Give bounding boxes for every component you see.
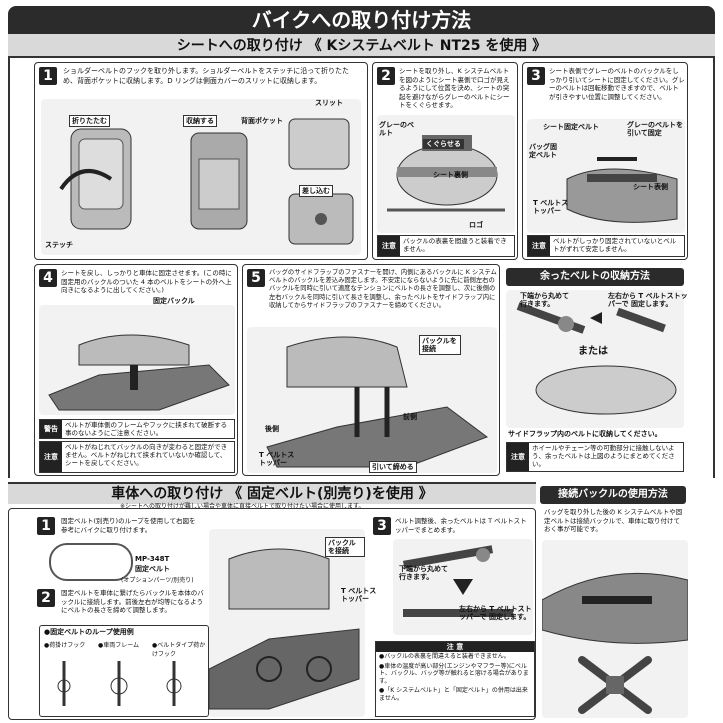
- body-caution-2: ●車体の温度が高い部分(エンジンやマフラー等)にベルト、バックル、バッグ等が触れ…: [379, 662, 529, 685]
- step3-caution-text: ベルトがしっかり固定されていないとベルトがずれて安定しません。: [553, 237, 677, 253]
- step4-illustration: [39, 305, 235, 415]
- body-section-note: ※シートへの取り付けが難しい場合や車体に直接ベルトで取り付けたい場合に使用します…: [120, 503, 365, 510]
- body-step3-number: 3: [373, 517, 391, 535]
- seat-back-label: シート裏側: [433, 171, 468, 179]
- step1-number: 1: [39, 67, 57, 85]
- loop-frame-label: ●車両フレーム: [98, 642, 140, 649]
- t-stopper-label: T ベルトストッパー: [533, 199, 569, 215]
- connect-buckle-label: バックルを接続: [419, 335, 461, 355]
- step1-panel: 1 ショルダーベルトのフックを取り外します。ショルダーベルトをステッチに沿って折…: [34, 62, 368, 260]
- body-illustration: [208, 529, 365, 717]
- pocket-label: 背面ポケット: [241, 117, 283, 125]
- seat-belt-label: シート固定ベルト: [543, 123, 599, 131]
- body-fold-label: 下端から丸めて行きます。: [399, 565, 448, 581]
- step5-number: 5: [247, 269, 265, 287]
- rear-label: 後側: [265, 425, 279, 433]
- step2-caution: 注意 バックルの表裏を間違うと装着できません。: [377, 235, 515, 257]
- body-step2-number: 2: [37, 589, 55, 607]
- body-section-title: 車体への取り付け 《 固定ベルト(別売り)を使用 》: [111, 486, 433, 502]
- storage-flap-note: サイドフラップ内のベルトに収納してください。: [508, 430, 662, 438]
- step4-warning-text: ベルトが車体側のフレームやフックに挟まれて破断する事のないようにご注意ください。: [65, 421, 228, 437]
- warning-badge: 警告: [40, 420, 62, 438]
- body-t-stopper-label: T ベルトストッパー: [341, 587, 377, 603]
- step3-panel: 3 シート表側でグレーのベルトのバックルをしっかり引いてシートに固定してください…: [522, 62, 688, 260]
- fix-buckle-label: 固定バックル: [153, 297, 195, 305]
- step4-text: シートを戻し、しっかりと車体に固定させます。(この時に固定用のバックルのついた …: [61, 269, 232, 294]
- storage-stopper-label: 左右から T ベルトストッパーで 固定します。: [608, 292, 688, 308]
- storage-caution-text: ホイールやチェーン等の可動部分に接触しないよう、余ったベルトは上図のようにまとめ…: [532, 444, 675, 468]
- storage-or-label: または: [578, 346, 608, 357]
- buckle-use-heading: 接続バックルの使用方法: [540, 486, 686, 504]
- insert-label: 差し込む: [299, 185, 333, 197]
- body-caution-1: ●バックルの表裏を間違えると装着できません。: [379, 653, 510, 660]
- body-caution-3: ●「K システムベルト」と「固定ベルト」の併用は出来ません。: [379, 687, 528, 702]
- logo-label: ロゴ: [469, 221, 483, 229]
- loop-example-box: ●固定ベルトのループ使用例 ●荷掛けフック ●車両フレーム ●ベルトタイプ荷かけ…: [39, 625, 209, 717]
- page-title: バイクへの取り付け方法: [8, 6, 715, 34]
- body-step1-text: 固定ベルト(別売り)のループを使用して右図を参考にバイクに取り付けます。: [61, 517, 196, 534]
- product-model: MP-348T: [135, 555, 170, 563]
- caution-badge: 注意: [40, 442, 62, 472]
- body-step3-text: ベルト調整後、余ったベルトは T ベルトストッパーでまとめます。: [395, 517, 527, 534]
- seat-front-label: シート表側: [633, 183, 668, 191]
- step2-illustration: [377, 115, 515, 233]
- caution-badge: 注意: [528, 236, 550, 256]
- step2-caution-text: バックルの表裏を間違うと装着できません。: [403, 237, 507, 253]
- body-stopper-label: 左右から T ベルトストッパーで 固定します。: [459, 605, 532, 621]
- step4-caution-text: ベルトがねじれてバックルの向きが変わると固定ができません。ベルトがねじれて挟まれ…: [65, 443, 228, 467]
- belt-image: [49, 543, 133, 581]
- step4-panel: 4 シートを戻し、しっかりと車体に固定させます。(この時に固定用のバックルのつい…: [34, 264, 238, 476]
- step2-number: 2: [377, 67, 395, 85]
- step5-panel: 5 バッグのサイドフラップのファスナーを開け、内側にあるバックルに K システム…: [242, 264, 500, 476]
- step3-text: シート表側でグレーのベルトのバックルをしっかり引いてシートに固定してください。グ…: [549, 67, 685, 101]
- product-option: (オプションパーツ/別売り): [121, 577, 194, 584]
- body-connect-buckle-label: バックルを接続: [325, 537, 365, 557]
- buckle-belt-label: バッグ固定ベルト: [529, 143, 557, 159]
- fold-label: 折りたたむ: [69, 115, 110, 127]
- step2-text: シートを取り外し、K システムベルトを図のようにシート裏側で口ゴが見えるようにし…: [399, 67, 510, 109]
- step1-illustration: [41, 99, 361, 255]
- front-label: 前側: [403, 413, 417, 421]
- storage-fold-label: 下端から丸めて行きます。: [520, 292, 569, 308]
- step1-text: ショルダーベルトのフックを取り外します。ショルダーベルトをステッチに沿って折りた…: [63, 67, 349, 85]
- slit-label: スリット: [315, 99, 343, 107]
- product-name: 固定ベルト: [135, 565, 170, 573]
- body-step3-illustration: [393, 539, 533, 635]
- seat-section-frame: [8, 58, 715, 478]
- loop-example-heading: ●固定ベルトのループ使用例: [44, 628, 134, 636]
- step2-panel: 2 シートを取り外し、K システムベルトを図のようにシート裏側で口ゴが見えるよう…: [372, 62, 518, 260]
- caution-badge: 注意: [507, 443, 529, 471]
- body-step2-text: 固定ベルトを車体に繋げたらバックルを本体のバックルに接続します。前後左右が均等に…: [61, 589, 204, 614]
- step4-number: 4: [39, 269, 57, 287]
- store-label: 収納する: [183, 115, 217, 127]
- buckle-use-text: バッグを取り外した後の K システムベルトや固定ベルトは接続バックルで、車体に取…: [544, 508, 683, 533]
- pull-label: グレーのベルトを引いて固定: [627, 121, 683, 137]
- step4-warning: 警告 ベルトが車体側のフレームやフックに挟まれて破断する事のないようにご注意くだ…: [39, 419, 235, 439]
- loop-belt-hook-label: ●ベルトタイプ荷かけフック: [152, 642, 206, 658]
- body-section-heading: 車体への取り付け 《 固定ベルト(別売り)を使用 》: [8, 482, 536, 504]
- storage-illustration: [506, 290, 684, 428]
- body-section-panel: 1 固定ベルト(別売り)のループを使用して右図を参考にバイクに取り付けます。 M…: [8, 508, 536, 720]
- step4-caution: 注意 ベルトがねじれてバックルの向きが変わると固定ができません。ベルトがねじれて…: [39, 441, 235, 473]
- storage-caution: 注意 ホイールやチェーン等の可動部分に接触しないよう、余ったベルトは上図のように…: [506, 442, 684, 472]
- loop-hook-label: ●荷掛けフック: [44, 642, 86, 649]
- t-stopper-label: T ベルトストッパー: [259, 451, 295, 467]
- step3-illustration: [527, 119, 685, 233]
- gray-belt-label: グレーのベルト: [379, 121, 414, 137]
- buckle-use-illustration: [541, 540, 689, 718]
- step3-caution: 注意 ベルトがしっかり固定されていないとベルトがずれて安定しません。: [527, 235, 685, 257]
- step5-text: バッグのサイドフラップのファスナーを開け、内側にあるバックルに K システムベル…: [269, 269, 497, 309]
- seat-section-heading: シートへの取り付け 《 Kシステムベルト NT25 を使用 》: [8, 34, 715, 58]
- body-caution-heading: 注 意: [376, 642, 534, 652]
- body-caution-box: 注 意 ●バックルの表裏を間違えると装着できません。 ●車体の温度が高い部分(エ…: [375, 641, 535, 717]
- pull-tight-label: 引いて締める: [369, 461, 417, 473]
- caution-badge: 注意: [378, 236, 400, 256]
- storage-heading: 余ったベルトの収納方法: [506, 268, 684, 286]
- stitch-label: ステッチ: [45, 241, 73, 249]
- step3-number: 3: [527, 67, 545, 85]
- body-step1-number: 1: [37, 517, 55, 535]
- pass-label: くぐらせる: [423, 139, 464, 149]
